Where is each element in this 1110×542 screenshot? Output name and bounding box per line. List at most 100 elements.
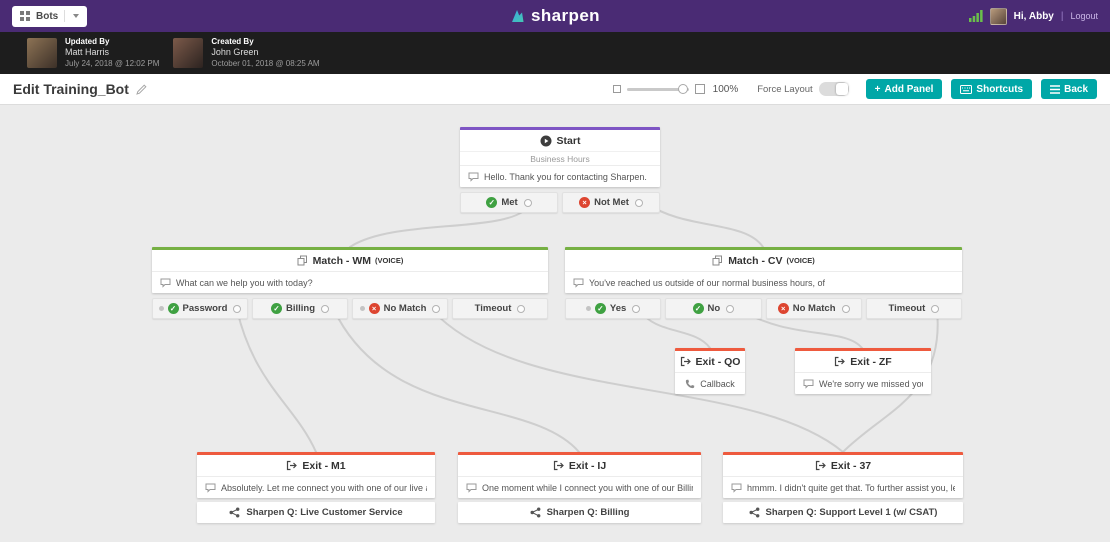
- exit-icon: [815, 460, 826, 471]
- node-exit-m1-header: Exit - M1: [197, 455, 435, 476]
- node-start[interactable]: Start Business Hours Hello. Thank you fo…: [460, 127, 660, 213]
- outcome-chip-no-match[interactable]: × No Match: [352, 298, 448, 319]
- speech-bubble-icon: [731, 483, 742, 493]
- outcome-label: No Match: [792, 303, 836, 314]
- connector-port[interactable]: [523, 198, 532, 207]
- queue-row[interactable]: Sharpen Q: Live Customer Service: [197, 502, 435, 523]
- connector-port[interactable]: [931, 304, 940, 313]
- queue-label: Sharpen Q: Support Level 1 (w/ CSAT): [765, 507, 938, 518]
- outcome-chip-billing[interactable]: ✓ Billing: [252, 298, 348, 319]
- divider: [64, 10, 66, 22]
- queue-label: Sharpen Q: Live Customer Service: [246, 507, 403, 518]
- signal-bars-icon: [968, 10, 983, 22]
- message-text: You've reached us outside of our normal …: [589, 277, 826, 288]
- updated-by-block: Updated By Matt Harris July 24, 2018 @ 1…: [27, 37, 159, 69]
- connector-port[interactable]: [632, 304, 641, 313]
- node-exit-qo-header: Exit - QO: [675, 351, 745, 372]
- start-icon: [540, 135, 552, 147]
- message-row[interactable]: We're sorry we missed you.: [795, 372, 931, 394]
- outcome-chip-password[interactable]: ✓ Password: [152, 298, 248, 319]
- node-title-suffix: (VOICE): [786, 256, 815, 265]
- updated-by-date: July 24, 2018 @ 12:02 PM: [65, 58, 160, 68]
- zoom-out-icon[interactable]: [612, 85, 621, 93]
- outcome-label: Yes: [609, 303, 627, 314]
- check-icon: ✓: [167, 303, 179, 314]
- speech-bubble-icon: [468, 172, 479, 182]
- back-button[interactable]: Back: [1041, 79, 1097, 99]
- edit-pencil-icon[interactable]: [136, 83, 147, 95]
- outcome-chip-met[interactable]: ✓ Met: [460, 192, 558, 213]
- logout-link[interactable]: Logout: [1070, 11, 1098, 21]
- outcome-chip-timeout[interactable]: Timeout: [452, 298, 548, 319]
- shortcuts-button[interactable]: Shortcuts: [951, 79, 1033, 99]
- node-title: Start: [556, 134, 581, 147]
- connector-port[interactable]: [517, 304, 526, 313]
- node-exit-zf[interactable]: Exit - ZF We're sorry we missed you.: [795, 348, 931, 394]
- connector-port[interactable]: [634, 198, 643, 207]
- force-layout-toggle[interactable]: [818, 82, 849, 96]
- node-exit-qo[interactable]: Exit - QO Callback: [675, 348, 745, 394]
- node-match-wm[interactable]: Match - WM (VOICE) What can we help you …: [152, 247, 548, 319]
- message-row[interactable]: What can we help you with today?: [152, 271, 548, 293]
- node-title: Exit - M1: [302, 459, 346, 472]
- node-match-cv[interactable]: Match - CV (VOICE) You've reached us out…: [565, 247, 962, 319]
- queue-row[interactable]: Sharpen Q: Billing: [458, 502, 701, 523]
- flow-canvas[interactable]: Start Business Hours Hello. Thank you fo…: [0, 105, 1110, 542]
- drag-handle-dot: [158, 306, 164, 311]
- message-row[interactable]: One moment while I connect you with one …: [458, 476, 701, 498]
- share-icon: [749, 507, 760, 518]
- grid-icon: [20, 11, 30, 21]
- message-row[interactable]: Absolutely. Let me connect you with one …: [197, 476, 435, 498]
- message-row[interactable]: You've reached us outside of our normal …: [565, 271, 962, 293]
- user-avatar[interactable]: [989, 7, 1007, 25]
- node-exit-37-header: Exit - 37: [723, 455, 963, 476]
- add-panel-button[interactable]: + Add Panel: [865, 79, 943, 99]
- node-exit-m1[interactable]: Exit - M1 Absolutely. Let me connect you…: [197, 452, 435, 523]
- node-title-suffix: (VOICE): [374, 256, 404, 265]
- user-greeting: Hi, Abby: [1013, 10, 1054, 22]
- connector-port[interactable]: [233, 304, 242, 313]
- chevron-down-icon: [73, 14, 80, 18]
- node-exit-37[interactable]: Exit - 37 hmmm. I didn't quite get that.…: [723, 452, 963, 523]
- node-title: Exit - QO: [695, 355, 741, 368]
- outcome-chip-no-match[interactable]: × No Match: [765, 298, 862, 319]
- node-exit-zf-header: Exit - ZF: [795, 351, 931, 372]
- editor-toolbar: Edit Training_Bot 100% Force Layout + Ad…: [0, 74, 1110, 105]
- outcome-chip-yes[interactable]: ✓ Yes: [565, 298, 662, 319]
- divider: |: [1060, 10, 1064, 22]
- message-row[interactable]: Hello. Thank you for contacting Sharpen.: [460, 165, 660, 187]
- node-title: Match - CV: [728, 254, 783, 267]
- callback-label: Callback: [700, 378, 735, 389]
- connector-port[interactable]: [841, 304, 850, 313]
- outcome-chip-not-met[interactable]: × Not Met: [562, 192, 660, 213]
- callback-row[interactable]: Callback: [675, 372, 745, 394]
- node-title: Match - WM: [312, 254, 371, 267]
- zoom-level: 100%: [712, 83, 739, 95]
- zoom-slider[interactable]: [626, 83, 689, 94]
- message-text: One moment while I connect you with one …: [482, 482, 693, 493]
- node-match-cv-header: Match - CV (VOICE): [565, 250, 962, 271]
- zoom-slider-thumb[interactable]: [677, 83, 688, 94]
- outcome-chip-no[interactable]: ✓ No: [665, 298, 762, 319]
- zoom-in-icon[interactable]: [694, 84, 705, 94]
- queue-label: Sharpen Q: Billing: [546, 507, 630, 518]
- created-by-label: Created By: [211, 36, 254, 46]
- outcome-label: Met: [501, 197, 518, 208]
- node-exit-ij[interactable]: Exit - IJ One moment while I connect you…: [458, 452, 701, 523]
- drag-handle-dot: [585, 306, 591, 311]
- bots-dropdown[interactable]: Bots: [12, 5, 88, 27]
- connector-port[interactable]: [321, 304, 330, 313]
- speech-bubble-icon: [205, 483, 216, 493]
- connector-port[interactable]: [726, 304, 735, 313]
- outcome-label: Billing: [285, 303, 316, 314]
- created-by-name: John Green: [211, 47, 259, 58]
- message-text: What can we help you with today?: [176, 277, 313, 288]
- speech-bubble-icon: [466, 483, 477, 493]
- connector-port[interactable]: [432, 304, 441, 313]
- outcome-chip-timeout[interactable]: Timeout: [865, 298, 962, 319]
- queue-row[interactable]: Sharpen Q: Support Level 1 (w/ CSAT): [723, 502, 963, 523]
- meta-info-bar: Updated By Matt Harris July 24, 2018 @ 1…: [0, 32, 1110, 74]
- list-icon: [1050, 84, 1061, 94]
- check-icon: ✓: [594, 303, 606, 314]
- message-row[interactable]: hmmm. I didn't quite get that. To furthe…: [723, 476, 963, 498]
